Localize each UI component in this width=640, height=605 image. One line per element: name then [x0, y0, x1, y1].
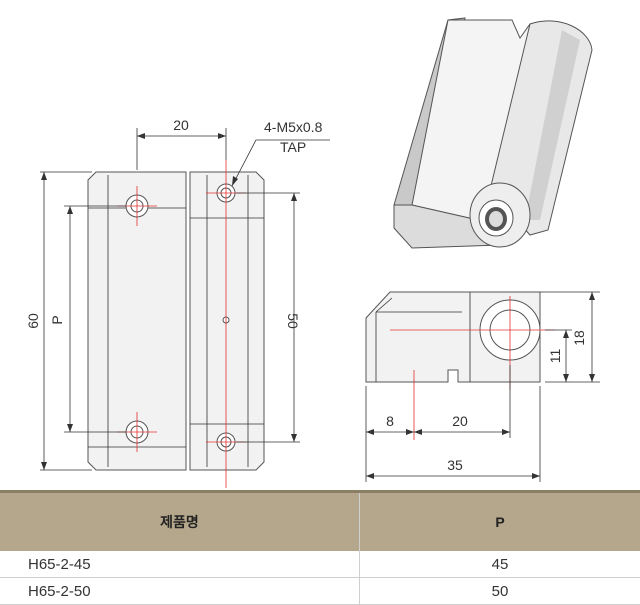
header-p: P	[360, 492, 640, 552]
dim-side-h1: 11	[547, 349, 563, 364]
cell-p-value: 45	[360, 551, 640, 578]
table-row: H65-2-45 45	[0, 551, 640, 578]
isometric-view	[394, 18, 592, 248]
front-view: 20 4-M5x0.8 TAP 60 P 50	[25, 117, 330, 488]
dim-height-p: P	[49, 315, 65, 324]
dim-top-width: 20	[173, 117, 189, 133]
tap-spec-line2: TAP	[280, 139, 306, 155]
dim-hole-pitch: 50	[285, 313, 301, 329]
header-product-name: 제품명	[0, 492, 360, 552]
table-header-row: 제품명 P	[0, 492, 640, 552]
side-leaf	[366, 292, 470, 382]
dim-height-total: 60	[25, 313, 41, 329]
cell-model: H65-2-50	[0, 578, 360, 605]
table-row: H65-2-50 50	[0, 578, 640, 605]
dim-side-total: 35	[447, 457, 463, 473]
side-view: 11 18 8 20 35	[366, 292, 600, 482]
dim-side-h2: 18	[571, 330, 587, 346]
cell-p-value: 50	[360, 578, 640, 605]
technical-drawing: 20 4-M5x0.8 TAP 60 P 50	[0, 0, 640, 490]
spec-table: 제품명 P H65-2-45 45 H65-2-50 50	[0, 490, 640, 605]
dim-side-w1: 8	[386, 413, 394, 429]
tap-spec-line1: 4-M5x0.8	[264, 119, 323, 135]
cell-model: H65-2-45	[0, 551, 360, 578]
dim-side-w2: 20	[452, 413, 468, 429]
